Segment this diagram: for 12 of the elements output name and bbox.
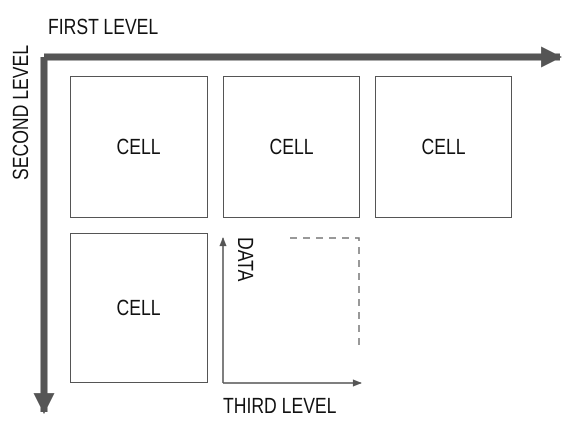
cell-box <box>375 76 512 218</box>
cell-box <box>70 76 208 218</box>
cell-label: CELL <box>269 134 314 160</box>
cell-box <box>70 233 208 383</box>
cell-label: CELL <box>116 134 161 160</box>
cell-label: CELL <box>116 295 161 321</box>
axis-label: SECOND LEVEL <box>8 45 34 180</box>
cell-box <box>223 76 360 218</box>
axis-label: THIRD LEVEL <box>223 393 336 419</box>
axis-label: DATA <box>232 237 258 282</box>
cell-label: CELL <box>421 134 466 160</box>
axis-label: FIRST LEVEL <box>48 14 158 40</box>
